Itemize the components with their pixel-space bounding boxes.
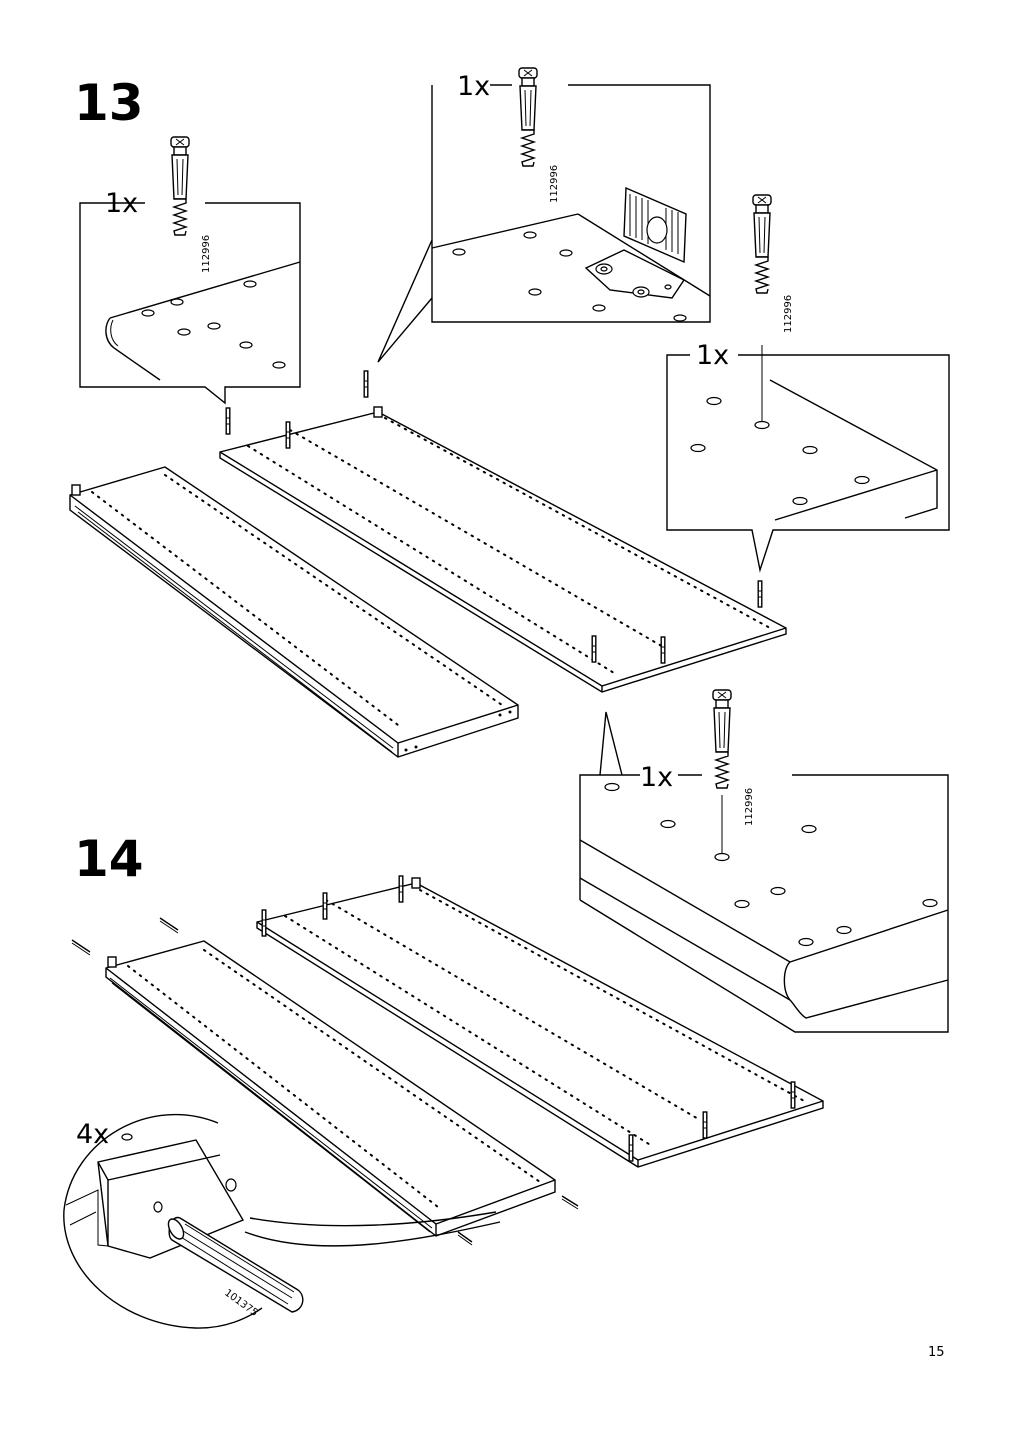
part-number-label: 112996 — [549, 165, 560, 203]
callout-quantity: 1x — [105, 188, 138, 219]
callout-screw-left: 1x 112996 — [79, 136, 301, 405]
step-14-number: 14 — [74, 830, 144, 888]
callout-quantity: 1x — [640, 762, 673, 793]
side-panel-14-left — [71, 917, 579, 1246]
part-number-label: 101375 — [222, 1288, 259, 1319]
callout-quantity: 1x — [696, 340, 729, 371]
callout-screw-middle: 1x 112996 — [377, 67, 711, 363]
callout-quantity: 1x — [457, 71, 490, 102]
dowel-icon — [167, 1216, 304, 1313]
part-number-label: 112996 — [783, 295, 794, 333]
part-number-label: 112996 — [201, 235, 212, 273]
callout-quantity: 4x — [76, 1119, 109, 1150]
callout-screw-right: 112996 1x — [666, 194, 950, 573]
top-panel — [219, 370, 787, 693]
side-panel-left — [69, 466, 519, 758]
part-number-label: 112996 — [744, 788, 755, 826]
top-panel-14 — [256, 875, 824, 1168]
page-number: 15 — [928, 1345, 945, 1360]
callout-screw-lower: 1x 112996 — [579, 689, 949, 1033]
step-13-number: 13 — [74, 74, 144, 132]
corner-bracket — [584, 186, 687, 299]
